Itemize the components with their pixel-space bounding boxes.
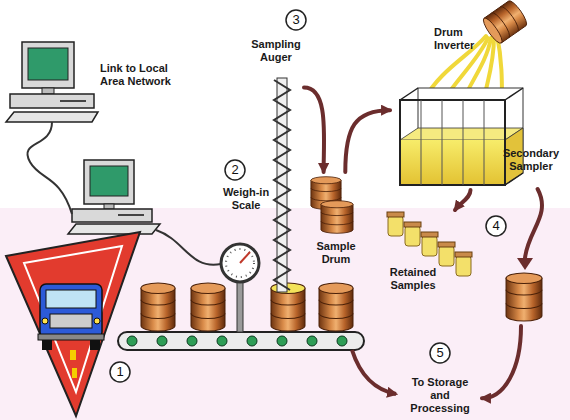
- scale-cable: [156, 230, 221, 265]
- secondary-sampler: Secondary Sampler: [498, 145, 564, 189]
- jar-lid: [438, 242, 455, 247]
- conveyor-rollers: [127, 336, 347, 346]
- road-stripe: [72, 368, 77, 378]
- node-label: Drum Inverter: [434, 26, 486, 52]
- dial-needle: [240, 252, 250, 263]
- node-label: To Storage and Processing: [407, 376, 473, 415]
- drum: [319, 283, 353, 331]
- jar: [422, 236, 437, 256]
- wheel: [90, 340, 100, 350]
- scale-pole: [237, 282, 243, 332]
- sample-drum-station: Sample Drum: [305, 172, 367, 266]
- scale-station: Weigh-in Scale: [216, 186, 276, 214]
- network-link-label: Link to Local Area Network: [100, 62, 185, 92]
- disk-slot: [118, 214, 144, 216]
- drum: [191, 283, 225, 331]
- callout-number: 5: [430, 345, 450, 361]
- callout-circle: [430, 343, 450, 363]
- wheel: [42, 340, 52, 350]
- auger-station: Sampling Auger: [248, 36, 304, 294]
- cpu-case: [10, 94, 94, 108]
- callout-circle: [286, 10, 306, 30]
- callout-circle: [486, 216, 506, 236]
- bumper: [38, 334, 104, 340]
- node-label: Weigh-in Scale: [216, 186, 276, 212]
- liquid-front: [401, 140, 505, 185]
- network-cable: [27, 122, 72, 214]
- flow-arrow: [455, 190, 471, 210]
- headlight: [42, 318, 48, 324]
- callout-number: 3: [286, 12, 306, 28]
- dial-ticks: [226, 249, 254, 277]
- drum: [141, 283, 175, 331]
- cage-edge: [400, 88, 523, 185]
- callout-circle: [110, 362, 130, 382]
- keyboard: [6, 112, 98, 122]
- conveyor-belt: [118, 332, 364, 350]
- arrow-head: [517, 258, 533, 270]
- retained-samples: Retained Samples: [380, 210, 480, 292]
- drum: [506, 273, 542, 321]
- roller: [247, 336, 257, 346]
- disk-slot: [60, 100, 86, 102]
- computer: [68, 160, 160, 234]
- grille: [50, 314, 92, 328]
- truck-cab: [40, 284, 102, 338]
- roller: [157, 336, 167, 346]
- node-label: Sampling Auger: [248, 38, 304, 64]
- monitor-stand: [42, 88, 54, 94]
- jar-lid: [455, 252, 472, 257]
- jar-lid: [404, 222, 421, 227]
- cage-bars: [421, 100, 484, 185]
- roller: [277, 336, 287, 346]
- drum-inverter-station: Drum InverterSecondary Sampler: [390, 0, 565, 190]
- auger-flight: [274, 80, 290, 290]
- node-label: Sample Drum: [305, 240, 367, 266]
- truck-sign: [6, 232, 140, 416]
- callout-number: 1: [110, 364, 130, 380]
- callout-number: 4: [486, 218, 506, 234]
- road-stripe: [70, 350, 76, 360]
- computer: [6, 42, 98, 122]
- roller: [127, 336, 137, 346]
- sampler-cage: [400, 88, 523, 185]
- screen: [90, 166, 128, 196]
- roller: [337, 336, 347, 346]
- flow-arrow: [345, 110, 390, 172]
- node-label: Secondary Sampler: [498, 147, 564, 173]
- cpu-case: [72, 209, 152, 222]
- jar: [388, 216, 403, 236]
- keyboard: [68, 224, 160, 234]
- roller: [307, 336, 317, 346]
- roller: [217, 336, 227, 346]
- monitor: [22, 42, 74, 88]
- inverted-drum: [481, 0, 530, 45]
- scale-dial: [221, 244, 259, 282]
- callout-number: 2: [225, 162, 245, 178]
- roller: [187, 336, 197, 346]
- warning-triangle: [6, 232, 140, 416]
- jar: [439, 246, 454, 266]
- headlight: [94, 318, 100, 324]
- callout-circle: [225, 160, 245, 180]
- screen: [28, 48, 68, 80]
- jar-lid: [421, 232, 438, 237]
- jar: [405, 226, 420, 246]
- flow-arrow: [352, 350, 396, 394]
- flow-arrow: [482, 189, 542, 398]
- node-label: Retained Samples: [382, 266, 444, 292]
- windshield: [46, 290, 96, 308]
- sample-drum: [321, 201, 353, 234]
- monitor: [84, 160, 134, 204]
- cage-front: [400, 100, 505, 185]
- node-label: Link to Local Area Network: [100, 62, 185, 88]
- jar-lid: [387, 212, 404, 217]
- storage-destination: To Storage and Processing: [398, 374, 482, 418]
- jar: [456, 256, 471, 276]
- open-drum: [271, 283, 305, 331]
- triangle-border: [24, 246, 122, 392]
- flow-arrow: [304, 88, 324, 172]
